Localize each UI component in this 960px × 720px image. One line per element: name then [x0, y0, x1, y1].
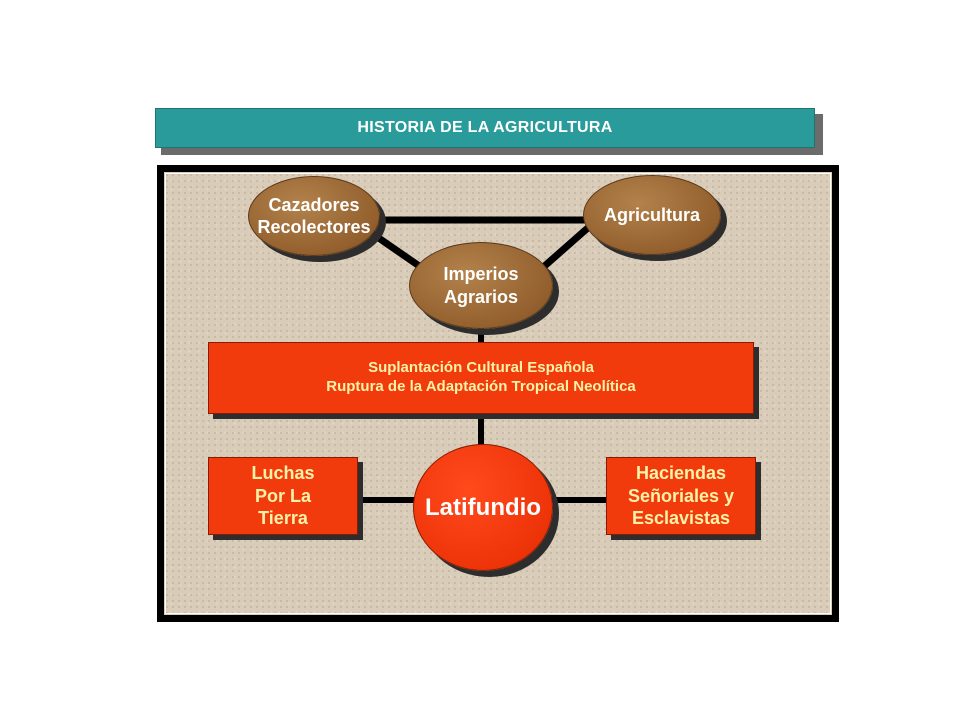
node-suplantacion-line-1: Suplantación Cultural Española — [368, 359, 594, 377]
node-luchas-line-1: Luchas — [251, 463, 315, 484]
node-imperios-line-2: Agrarios — [443, 286, 519, 307]
node-luchas-line-2: Por La — [254, 485, 311, 506]
node-agricultura-line-1: Agricultura — [603, 204, 700, 225]
node-haciendas-line-1: Haciendas — [635, 463, 727, 484]
node-suplantacion-cultural: Suplantación Cultural Española Ruptura d… — [208, 342, 754, 414]
node-haciendas-line-2: Señoriales y — [627, 485, 735, 506]
node-latifundio: Latifundio — [413, 444, 553, 571]
slide-title-text: HISTORIA DE LA AGRICULTURA — [357, 119, 613, 136]
node-luchas-por-la-tierra: Luchas Por La Tierra — [208, 457, 358, 535]
slide-title: HISTORIA DE LA AGRICULTURA — [155, 108, 815, 148]
node-imperios-agrarios: Imperios Agrarios — [409, 242, 553, 329]
node-imperios-line-1: Imperios — [443, 264, 519, 284]
node-cazadores-recolectores: Cazadores Recolectores — [248, 176, 380, 256]
node-agricultura: Agricultura — [583, 175, 721, 255]
node-suplantacion-line-2: Ruptura de la Adaptación Tropical Neolít… — [326, 378, 636, 395]
node-cazadores-line-1: Cazadores — [268, 194, 360, 215]
node-cazadores-line-2: Recolectores — [257, 217, 371, 237]
node-haciendas-senoriales: Haciendas Señoriales y Esclavistas — [606, 457, 756, 535]
node-luchas-line-3: Tierra — [258, 508, 308, 529]
node-haciendas-line-3: Esclavistas — [631, 508, 731, 529]
node-latifundio-line-1: Latifundio — [425, 493, 541, 521]
